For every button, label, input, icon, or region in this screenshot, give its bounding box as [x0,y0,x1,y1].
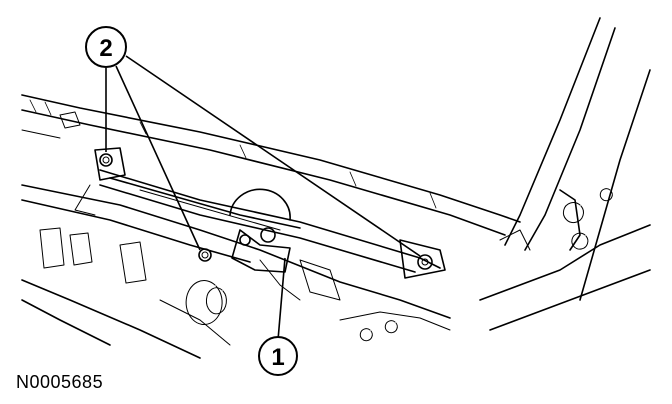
right-pivot [399,239,446,279]
left-pivot [74,147,126,216]
leader-2-right-pivot [125,55,421,257]
a-pillar [479,17,651,331]
lower-structure [21,184,451,359]
callout-1: 1 [258,336,298,376]
cowl-panel [21,94,521,236]
callout-2: 2 [85,26,127,68]
motor-bolt [198,248,212,262]
leader-1-motor [277,257,286,341]
leader-2-motor-bolt [115,65,201,251]
figure-id-label: N0005685 [16,372,104,392]
wiper-motor [229,188,301,301]
callout-2-number: 2 [99,35,112,62]
callout-1-number: 1 [271,344,284,371]
wiper-linkage [99,169,441,273]
